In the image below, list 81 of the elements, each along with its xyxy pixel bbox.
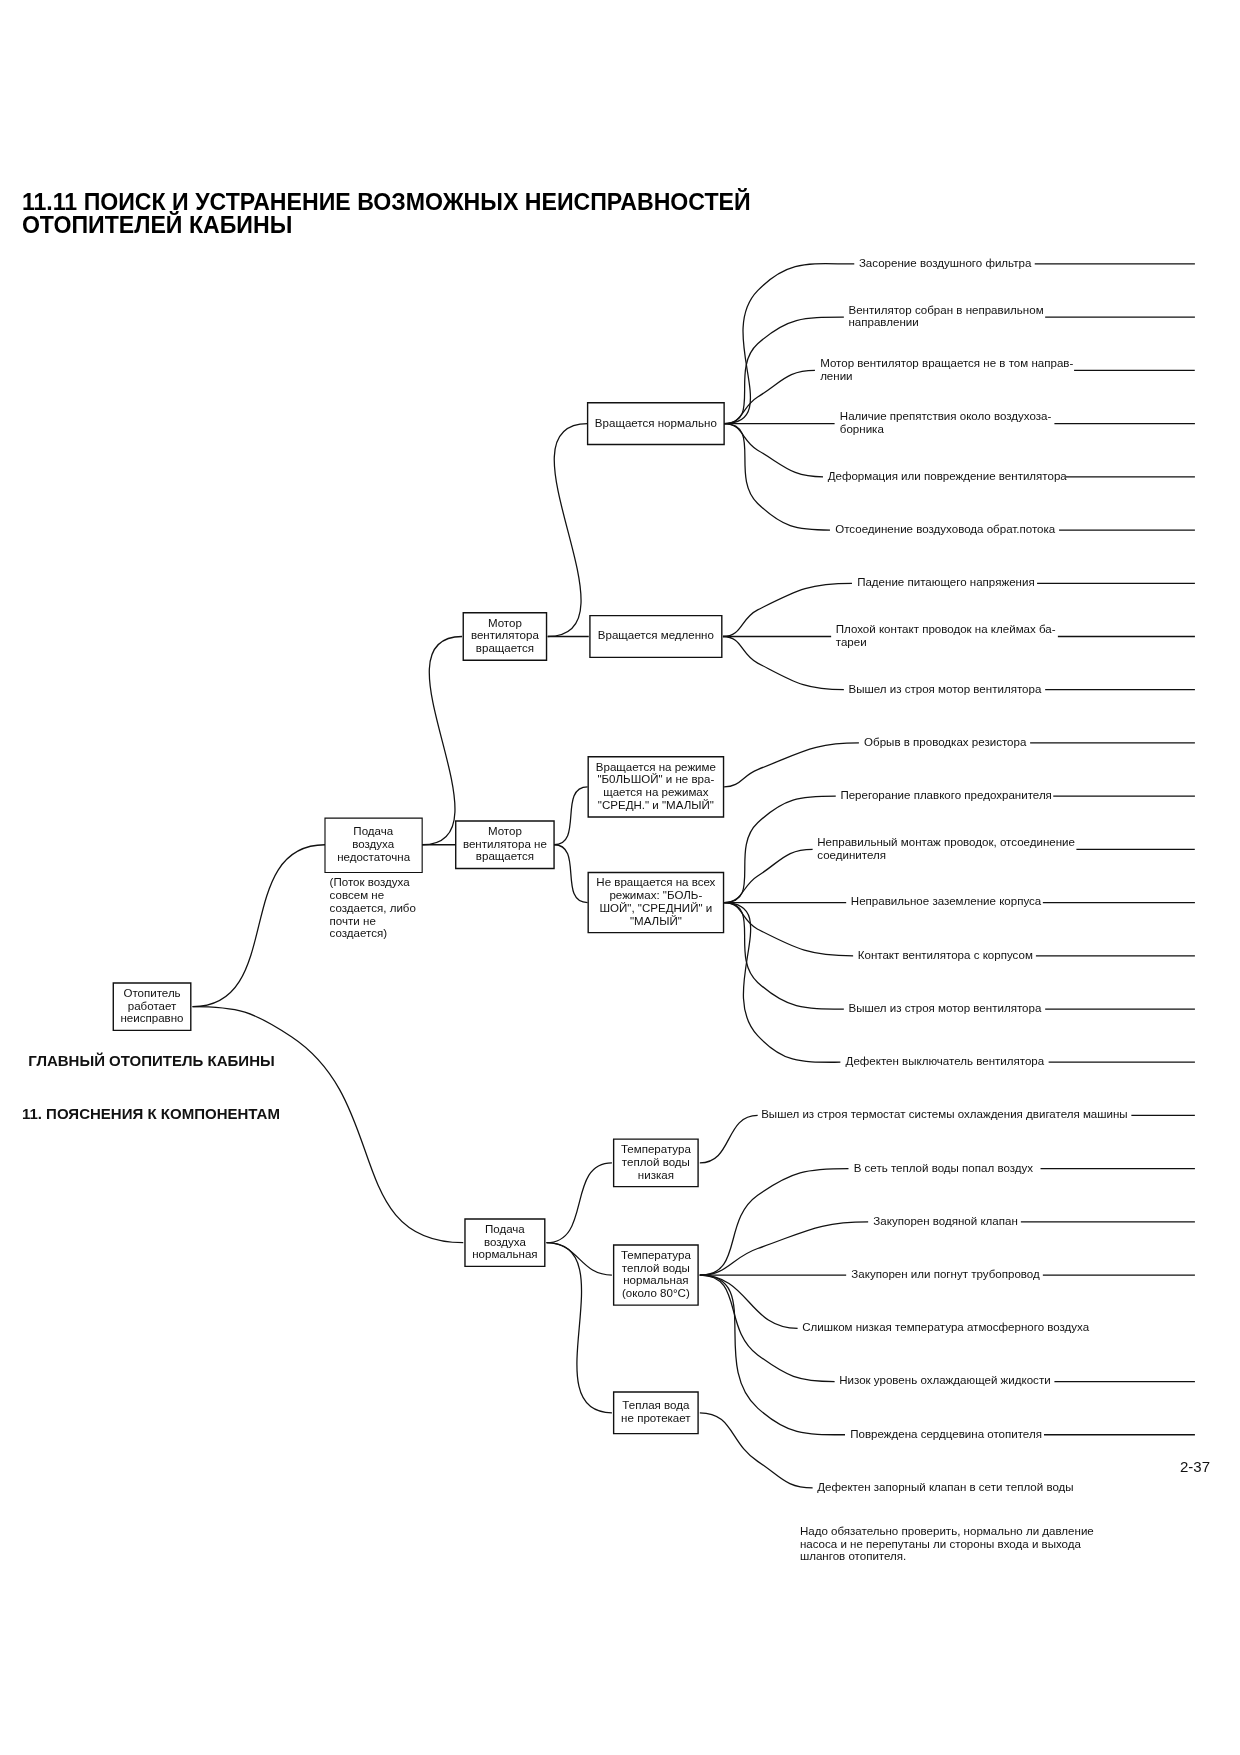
node-box: Мотор вентилятора не вращается bbox=[455, 819, 555, 869]
connector bbox=[723, 741, 860, 788]
node-text: Низок уровень охлаждающей жидкости bbox=[839, 1373, 1051, 1386]
connector bbox=[1043, 1433, 1196, 1435]
connector bbox=[1044, 316, 1196, 318]
connector bbox=[1058, 528, 1196, 531]
connector bbox=[722, 635, 845, 690]
node-text: Слишком низкая температура атмосферного воздуха bbox=[802, 1320, 1090, 1333]
node-text: Плохой контакт проводок на клеймах ба- тареи bbox=[835, 622, 1056, 648]
node-box: Теплая вода не протекает bbox=[612, 1390, 699, 1434]
node-text: Вышел из строя термостат системы охлаждения двигателя машины bbox=[761, 1107, 1128, 1120]
node-text: Контакт вентилятора с корпусом bbox=[857, 948, 1033, 961]
node-text: Отсоединение воздуховода обрат.потока bbox=[835, 522, 1056, 535]
node-text: Дефектен выключатель вентилятора bbox=[845, 1054, 1045, 1067]
connector bbox=[1020, 1220, 1196, 1222]
connector bbox=[421, 635, 463, 845]
node-text: В сеть теплой воды попал воздух bbox=[853, 1161, 1034, 1174]
node-box: Не вращается на всех режимах: "БОЛЬ- ШОЙ", "СРЕДНИЙ" и "МАЛЫЙ" bbox=[587, 871, 725, 933]
connector bbox=[1052, 795, 1196, 797]
connector bbox=[553, 843, 589, 903]
diagram-title: 11.11 ПОИСК И УСТРАНЕНИЕ ВОЗМОЖНЫХ НЕИСПРАВНОСТЕЙ ОТОПИТЕЛЕЙ КАБИНЫ bbox=[21, 188, 751, 238]
node-text: Неправильный монтаж проводок, отсоединение соединителя bbox=[817, 835, 1075, 861]
connector bbox=[1039, 1167, 1196, 1169]
connector bbox=[699, 1273, 847, 1276]
node-text: Закупорен или погнут трубопровод bbox=[851, 1267, 1040, 1280]
connector bbox=[1057, 635, 1196, 637]
node-text: Повреждена сердцевина отопителя bbox=[850, 1427, 1042, 1440]
connector bbox=[547, 635, 590, 637]
connector bbox=[421, 843, 457, 845]
connector bbox=[1130, 1114, 1196, 1116]
node-text: Засорение воздушного фильтра bbox=[858, 256, 1032, 269]
connector bbox=[1053, 1380, 1196, 1382]
node-box: Подача воздуха нормальная bbox=[464, 1217, 546, 1267]
node-text: Наличие препятствия около воздухоза- борника bbox=[839, 409, 1052, 435]
node-box: Температура теплой воды нормальная (около 80°C) bbox=[612, 1243, 699, 1306]
connector bbox=[699, 1220, 869, 1276]
node-box: Подача воздуха недостаточна bbox=[324, 817, 423, 873]
node-label: (Поток воздуха совсем не создается, либо почти не создается) bbox=[329, 875, 416, 939]
node-text: Вышел из строя мотор вентилятора bbox=[848, 682, 1042, 695]
connector bbox=[699, 1167, 850, 1276]
node-text: Вышел из строя мотор вентилятора bbox=[848, 1001, 1042, 1014]
connector bbox=[1044, 1007, 1196, 1010]
connector bbox=[1042, 1273, 1196, 1276]
node-text: Закупорен водяной клапан bbox=[873, 1214, 1018, 1227]
connector bbox=[723, 901, 842, 1063]
connector bbox=[1042, 901, 1196, 903]
connector bbox=[1075, 848, 1196, 850]
connector bbox=[547, 422, 589, 637]
node-box: Мотор вентилятора вращается bbox=[462, 611, 548, 661]
connector bbox=[1053, 422, 1196, 424]
node-box: Вращается на режиме "Б0ЛЬШОЙ" и не вра- щается на режимах "СРЕДН." и "МАЛЫЙ" bbox=[587, 755, 725, 818]
connector bbox=[699, 1273, 846, 1435]
connector bbox=[1035, 954, 1196, 956]
connector bbox=[1065, 475, 1196, 477]
connector bbox=[1048, 1061, 1196, 1063]
node-text: Вентилятор собран в неправильном направлении bbox=[848, 303, 1044, 328]
connector bbox=[1029, 741, 1196, 744]
connector bbox=[1044, 688, 1196, 690]
connector bbox=[1034, 262, 1196, 265]
connector bbox=[545, 1241, 613, 1413]
node-text: Перегорание плавкого предохранителя bbox=[840, 788, 1052, 801]
node-text: Падение питающего напряжения bbox=[857, 575, 1035, 588]
node-text: Неправильное заземление корпуса bbox=[850, 894, 1042, 907]
connector bbox=[723, 422, 831, 531]
node-box: Вращается медленно bbox=[589, 614, 723, 658]
label: ГЛАВНЫЙ ОТОПИТЕЛЬ КАБИНЫ bbox=[28, 1051, 275, 1069]
connector bbox=[1036, 582, 1196, 584]
connector bbox=[1073, 369, 1196, 371]
node-box: Температура теплой воды низкая bbox=[612, 1137, 699, 1187]
node-text: Мотор вентилятор вращается не в том направ- лении bbox=[820, 356, 1074, 382]
connector bbox=[699, 1114, 759, 1163]
connector bbox=[699, 1411, 814, 1489]
label: Надо обязательно проверить, нормально ли давление насоса и не перепутаны ли стороны входа и выхода шлангов отопителя. bbox=[799, 1524, 1094, 1562]
node-box: Вращается нормально bbox=[586, 401, 725, 445]
connector bbox=[191, 1005, 464, 1243]
node-text: Дефектен запорный клапан в сети теплой воды bbox=[817, 1480, 1074, 1493]
label: 2-37 bbox=[1179, 1457, 1210, 1475]
node-box: Отопитель работает неисправно bbox=[112, 981, 192, 1031]
node-text: Обрыв в проводках резистора bbox=[864, 735, 1027, 748]
label: 11. ПОЯСНЕНИЯ К КОМПОНЕНТАМ bbox=[21, 1104, 280, 1122]
node-text: Деформация или повреждение вентилятора bbox=[827, 469, 1067, 482]
